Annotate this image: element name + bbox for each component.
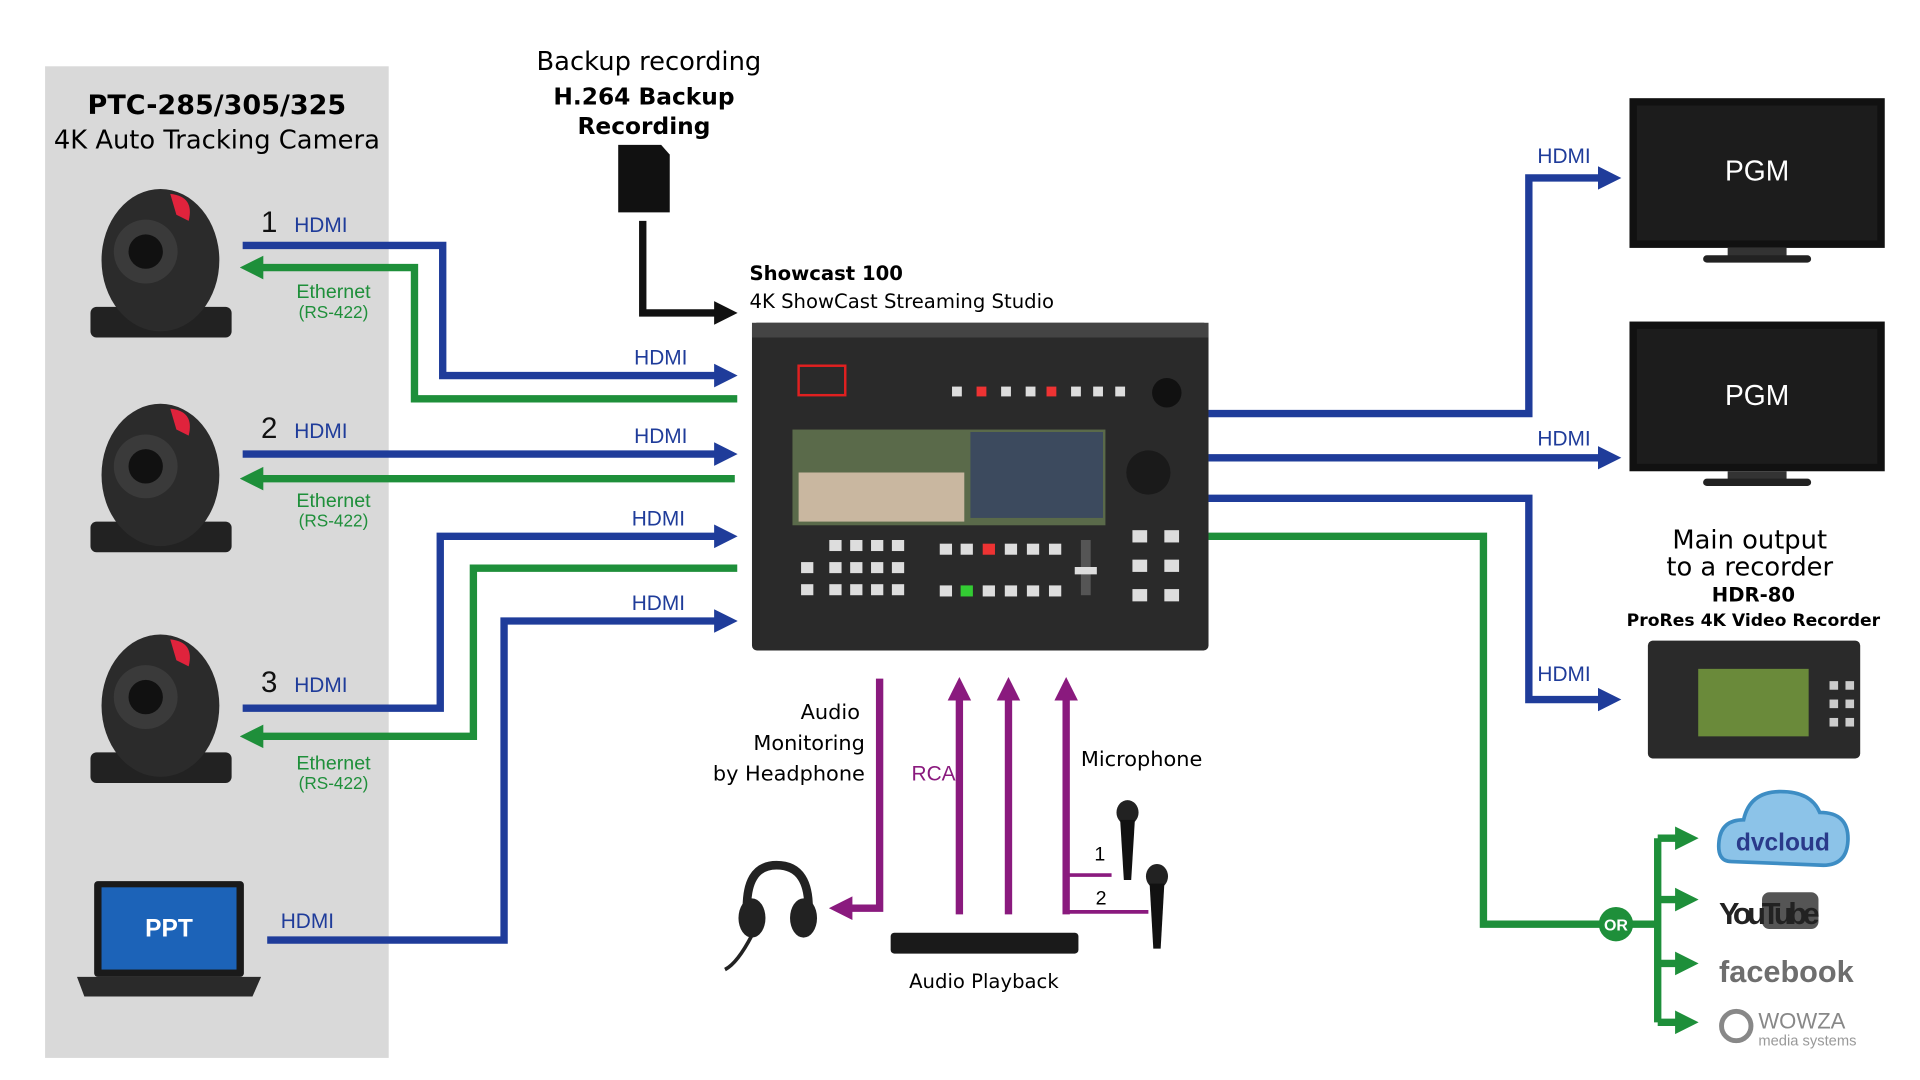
camera-3-rs422-label: (RS-422): [299, 773, 369, 793]
monitor-1-screen-text: PGM: [1725, 154, 1789, 186]
dvcloud-logo: dvcloud: [1716, 789, 1850, 868]
microphone-branches: [1066, 873, 1149, 914]
wowza-logo: WOWZA media systems: [1719, 1008, 1856, 1050]
camera-subtitle: 4K Auto Tracking Camera: [54, 125, 380, 155]
monitor-2-hdmi-label: HDMI: [1537, 428, 1590, 451]
audio-playback-device: [890, 932, 1079, 954]
backup-line-2: Recording: [577, 113, 710, 140]
switcher-name: Showcast 100: [750, 262, 903, 285]
camera-3-ethernet-label: Ethernet: [296, 753, 371, 775]
svg-text:dvcloud: dvcloud: [1736, 829, 1830, 856]
recorder-hdmi-line: [1208, 494, 1622, 712]
camera-title: PTC-285/305/325: [88, 90, 347, 121]
camera-2-rs422-label: (RS-422): [299, 511, 369, 531]
switcher-device-image: [751, 322, 1209, 651]
laptop-screen-text: PPT: [145, 915, 193, 942]
recorder-image: [1647, 640, 1861, 759]
recorder-description: ProRes 4K Video Recorder: [1627, 611, 1881, 631]
camera-3-hdmi-line: [242, 524, 738, 712]
camera-3-ethernet-line: [239, 564, 738, 749]
audio-monitoring-line-2: Monitoring: [753, 731, 865, 755]
headphone-line: [828, 678, 884, 920]
rca-label: RCA: [912, 763, 956, 786]
recorder-line-2: to a recorder: [1666, 553, 1833, 583]
monitor-2-screen-text: PGM: [1725, 379, 1789, 411]
recorder-model: HDR-80: [1712, 583, 1795, 606]
camera-3-number: 3: [261, 666, 277, 699]
youtube-logo: YouTube: [1719, 892, 1820, 931]
audio-monitoring-line-1: Audio: [801, 700, 860, 724]
camera-2-ethernet-label: Ethernet: [296, 490, 371, 512]
camera-1-number: 1: [261, 206, 277, 239]
input-hdmi-label-1: HDMI: [634, 347, 687, 370]
mic-1-number: 1: [1094, 843, 1105, 865]
switcher-description: 4K ShowCast Streaming Studio: [750, 290, 1055, 313]
backup-line: [639, 220, 738, 325]
camera-1-hdmi-label: HDMI: [294, 214, 347, 237]
input-hdmi-label-4: HDMI: [632, 592, 685, 615]
microphone-1-icon: [1116, 800, 1139, 880]
recorder-hdmi-label: HDMI: [1537, 663, 1590, 686]
svg-text:WOWZA: WOWZA: [1758, 1008, 1845, 1033]
svg-text:media systems: media systems: [1758, 1034, 1856, 1050]
camera-2-number: 2: [261, 412, 277, 445]
headphone-icon: [724, 860, 818, 972]
microphone-label: Microphone: [1081, 747, 1202, 771]
camera-2-hdmi-label: HDMI: [294, 420, 347, 443]
camera-1-rs422-label: (RS-422): [299, 302, 369, 322]
mic-2-number: 2: [1096, 888, 1107, 910]
sd-card-icon: [618, 144, 670, 213]
or-label: OR: [1604, 917, 1628, 934]
or-badge: [1598, 906, 1634, 942]
input-hdmi-label-2: HDMI: [634, 425, 687, 448]
camera-3-hdmi-label: HDMI: [294, 674, 347, 697]
laptop-hdmi-label: HDMI: [281, 910, 334, 933]
facebook-logo: facebook: [1719, 954, 1855, 989]
recorder-line-1: Main output: [1672, 526, 1827, 556]
monitor-1-hdmi-label: HDMI: [1537, 145, 1590, 168]
audio-playback-label: Audio Playback: [909, 970, 1059, 993]
monitor-1-hdmi-line: [1208, 166, 1622, 418]
laptop-hdmi-line: [267, 609, 738, 944]
backup-title: Backup recording: [536, 47, 761, 77]
svg-text:YouTube: YouTube: [1719, 896, 1820, 931]
camera-1-ethernet-label: Ethernet: [296, 281, 371, 303]
microphone-2-icon: [1145, 864, 1169, 949]
audio-monitoring-line-3: by Headphone: [713, 762, 865, 786]
camera-1-ethernet-line: [239, 255, 738, 403]
input-hdmi-label-3: HDMI: [632, 507, 685, 530]
backup-line-1: H.264 Backup: [553, 83, 734, 110]
streaming-line: [1208, 532, 1658, 928]
camera-1-hdmi-line: [242, 241, 738, 388]
laptop-image: PPT: [76, 881, 262, 997]
